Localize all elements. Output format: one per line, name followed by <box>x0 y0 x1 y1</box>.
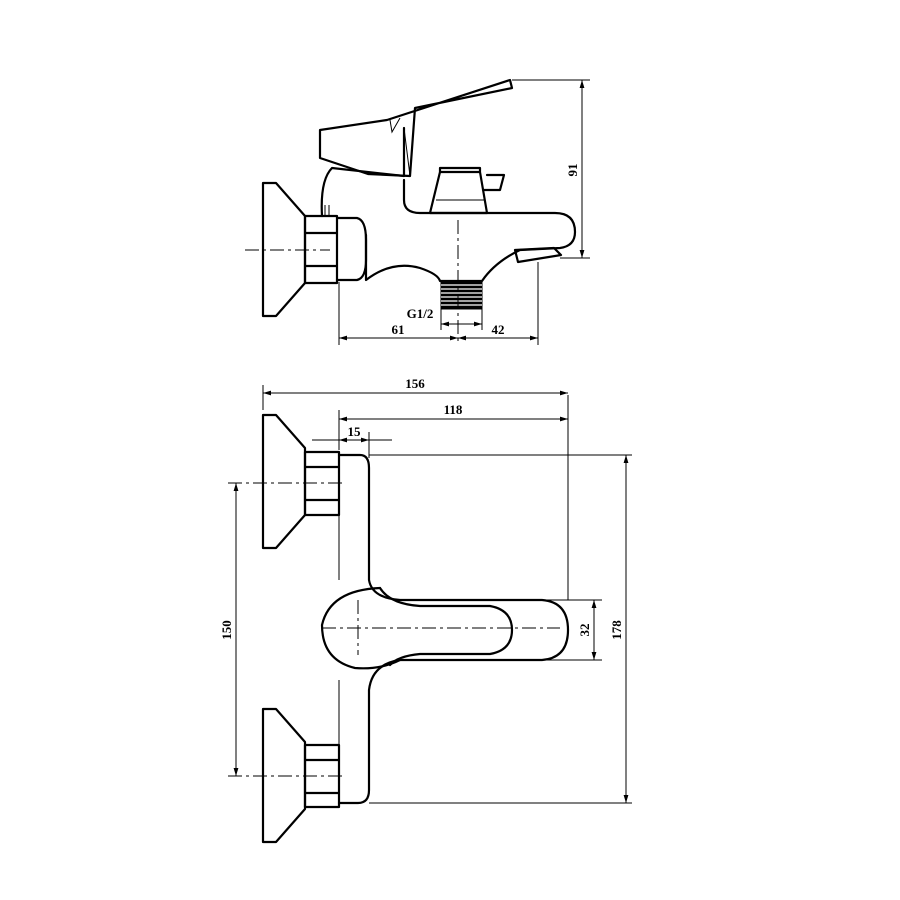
dim-118-label: 118 <box>444 402 463 417</box>
top-upper-flange <box>261 413 307 550</box>
dim-156-label: 156 <box>405 376 425 391</box>
side-shower-outlet <box>513 246 563 264</box>
side-view: 91 G1/2 61 42 <box>245 78 590 345</box>
side-body <box>364 178 577 283</box>
dim-61-label: 61 <box>392 322 405 337</box>
top-body <box>337 453 570 805</box>
top-lower-nut <box>303 743 341 809</box>
side-hex-nut <box>303 214 339 285</box>
side-cartridge <box>320 126 406 218</box>
side-threaded-outlet <box>440 280 483 310</box>
top-view: 156 118 15 150 32 178 <box>219 376 632 844</box>
top-lower-flange <box>261 707 307 844</box>
top-lever <box>378 586 514 667</box>
side-diverter-knob <box>428 166 506 215</box>
side-lever <box>318 78 514 178</box>
dim-150-label: 150 <box>219 620 234 640</box>
dim-91-label: 91 <box>565 164 580 177</box>
top-handle-round <box>320 586 402 670</box>
dim-42-label: 42 <box>492 322 505 337</box>
dim-15-label: 15 <box>348 424 362 439</box>
side-connector <box>335 216 368 282</box>
dim-178-label: 178 <box>609 620 624 640</box>
dim-thread-label: G1/2 <box>407 306 434 321</box>
dim-32-label: 32 <box>577 624 592 637</box>
